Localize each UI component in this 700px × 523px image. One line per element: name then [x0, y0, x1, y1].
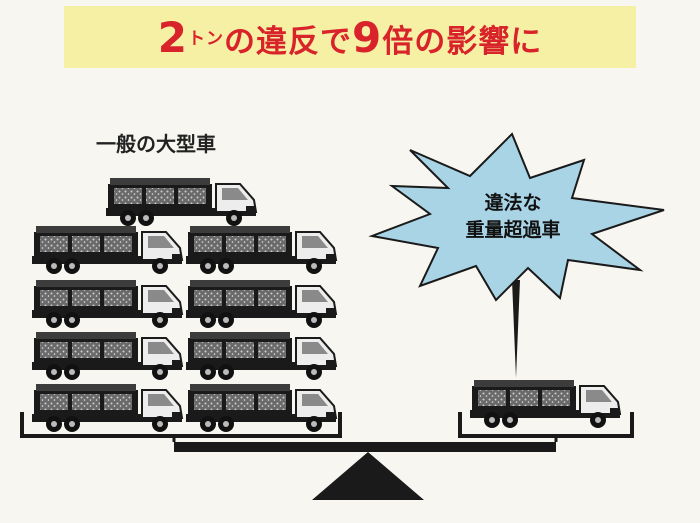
- left-tray: [20, 412, 342, 438]
- truck-left-1: [31, 225, 183, 275]
- burst-line1: 違法な: [484, 192, 542, 214]
- overweight-truck: [469, 379, 621, 429]
- truck-right-4: [185, 383, 337, 433]
- general-trucks-label: 一般の大型車: [96, 132, 216, 156]
- title-text-part2: 倍の影響に: [382, 23, 543, 60]
- title-text: 2トンの違反で9倍の影響に: [158, 13, 542, 62]
- burst-line2: 重量超過車: [465, 219, 561, 241]
- truck-top: [105, 177, 257, 227]
- truck-left-3: [31, 331, 183, 381]
- truck-right-1: [185, 225, 337, 275]
- balance-beam: [174, 442, 556, 452]
- right-tray: [458, 412, 634, 438]
- fulcrum: [312, 452, 424, 500]
- burst-pointer: [512, 280, 520, 378]
- title-text-part1: の違反で: [224, 23, 352, 60]
- truck-left-4: [31, 383, 183, 433]
- burst-shape: [368, 132, 665, 302]
- burst-text: 違法な 重量超過車: [452, 190, 574, 244]
- truck-left-2: [31, 279, 183, 329]
- truck-right-3: [185, 331, 337, 381]
- title-number-2: 2: [157, 12, 188, 62]
- title-banner: 2トンの違反で9倍の影響に: [64, 6, 636, 68]
- title-number-9: 9: [352, 12, 383, 62]
- title-unit: トン: [188, 28, 224, 49]
- truck-right-2: [185, 279, 337, 329]
